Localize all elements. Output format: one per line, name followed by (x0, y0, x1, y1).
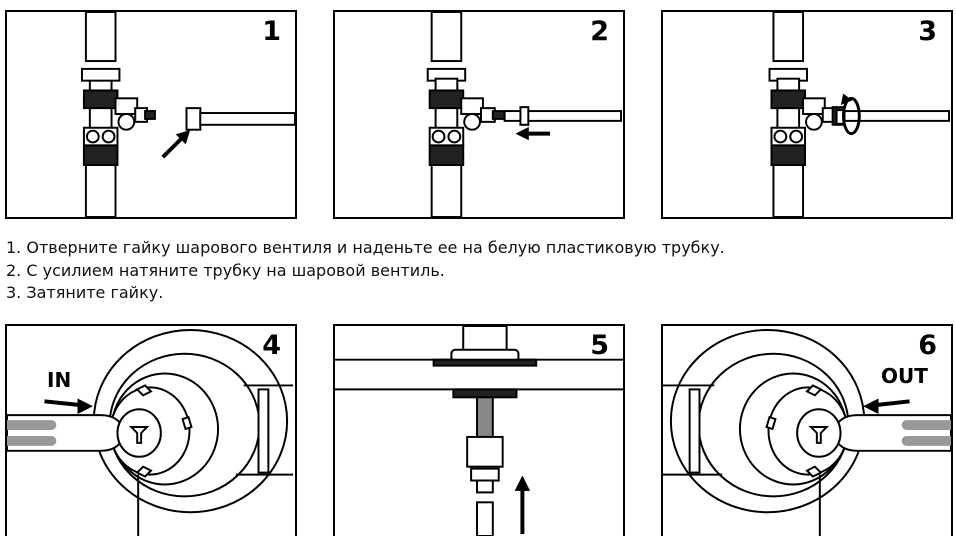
arrow-icon (863, 398, 910, 414)
instructions-list: 1. Отверните гайку шарового вентиля и на… (6, 237, 725, 305)
filter-inlet-illustration (7, 328, 294, 536)
step-1-panel: 1 (5, 10, 297, 219)
step-2-panel: 2 (333, 10, 625, 219)
step-number: 6 (918, 330, 937, 361)
instruction-1: 1. Отверните гайку шарового вентиля и на… (6, 238, 725, 257)
valve-tube-illustration-1 (80, 12, 295, 217)
step-number: 5 (590, 330, 609, 361)
step-number: 3 (918, 16, 937, 47)
instruction-3: 3. Затяните гайку. (6, 283, 164, 302)
valve-tube-illustration-3 (768, 12, 951, 217)
step-number: 1 (262, 16, 281, 47)
faucet-mount-illustration (335, 326, 623, 536)
valve-tube-illustration-2 (426, 12, 623, 217)
out-label: OUT (881, 364, 928, 388)
instruction-2: 2. С усилием натяните трубку на шаровой … (6, 260, 445, 280)
arrow-icon (514, 475, 531, 535)
step-4-panel: 4 IN (5, 324, 297, 536)
step-3-panel: 3 (661, 10, 953, 219)
arrow-icon (515, 126, 551, 141)
step-number: 4 (262, 330, 281, 361)
step-5-panel: 5 (333, 324, 625, 536)
step-number: 2 (590, 16, 609, 47)
arrow-icon (44, 398, 93, 414)
step-6-panel: 6 OUT (661, 324, 953, 536)
rotate-icon (840, 93, 861, 136)
in-label: IN (47, 368, 72, 392)
arrow-icon (161, 129, 191, 159)
filter-outlet-illustration (663, 328, 951, 536)
